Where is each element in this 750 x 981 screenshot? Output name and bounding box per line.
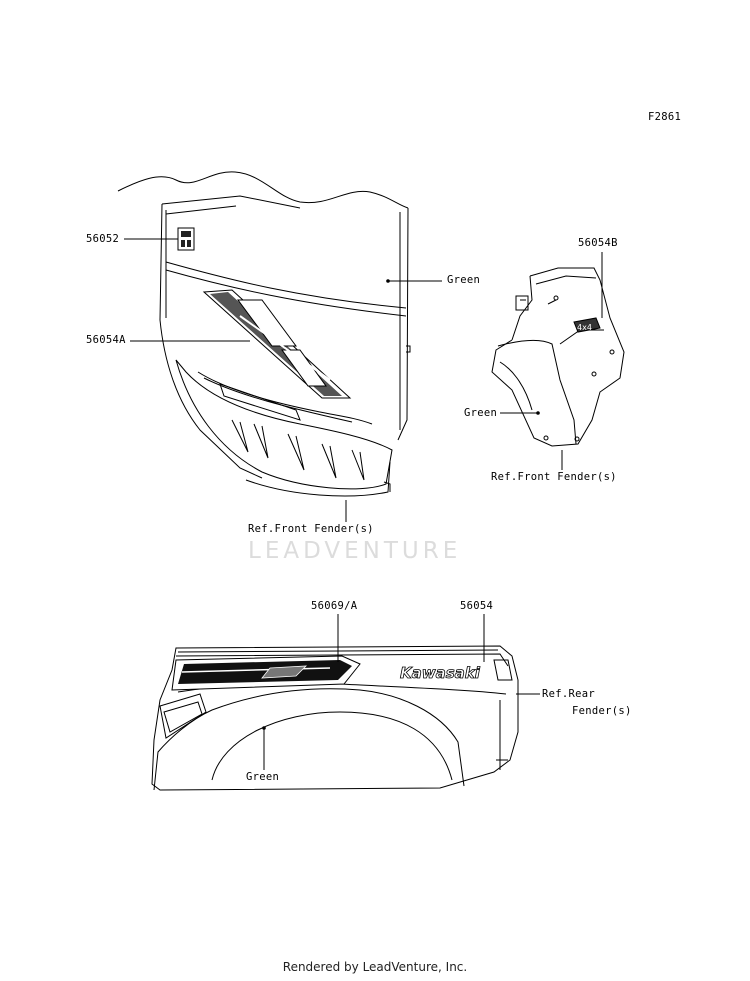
footer-credit: Rendered by LeadVenture, Inc.	[282, 960, 468, 974]
decal-56054A	[202, 289, 352, 399]
decal-56054B: 4x4	[573, 317, 601, 333]
leader-lines	[124, 238, 603, 770]
watermark: LEADVENTURE	[248, 538, 462, 564]
side-fender-drawing	[491, 267, 625, 447]
ref-label-rear-fender-line2[interactable]: Fender(s)	[572, 705, 632, 717]
decal-56069A	[171, 655, 361, 691]
svg-text:4x4: 4x4	[577, 323, 592, 332]
decal-56054: Kawasaki	[400, 664, 482, 683]
part-label-56069A[interactable]: 56069/A	[311, 600, 358, 612]
color-label-green-side: Green	[464, 407, 498, 419]
decal-56052	[177, 227, 195, 251]
rear-fender-drawing	[151, 645, 519, 791]
ref-label-front-fender-side[interactable]: Ref.Front Fender(s)	[491, 471, 617, 483]
part-label-56054A[interactable]: 56054A	[86, 334, 126, 346]
color-label-green-front: Green	[447, 274, 481, 286]
front-fender-drawing	[117, 171, 411, 497]
part-label-56054B[interactable]: 56054B	[578, 237, 618, 249]
part-label-56054[interactable]: 56054	[460, 600, 494, 612]
part-label-56052[interactable]: 56052	[86, 233, 120, 245]
ref-label-rear-fender-line1[interactable]: Ref.Rear	[542, 688, 595, 700]
svg-text:Kawasaki: Kawasaki	[400, 664, 481, 682]
color-label-green-rear: Green	[246, 771, 280, 783]
figure-id-label: F2861	[648, 111, 682, 123]
ref-label-front-fender[interactable]: Ref.Front Fender(s)	[248, 523, 374, 535]
